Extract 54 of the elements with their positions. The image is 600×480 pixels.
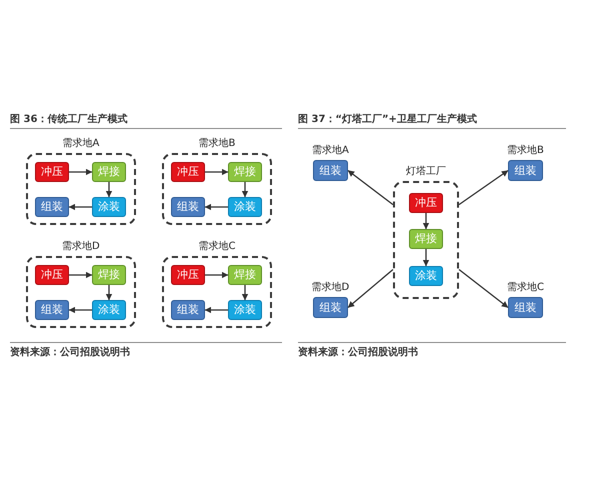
arrow [458, 170, 508, 206]
process-box: 组装 [508, 297, 543, 318]
figure-title: 图 37：“灯塔工厂”+卫星工厂生产模式 [298, 114, 477, 126]
process-box: 组装 [313, 297, 348, 318]
arrow [68, 204, 92, 210]
figure-title: 图 36：传统工厂生产模式 [10, 114, 128, 126]
group-heading: 需求地D [62, 241, 100, 253]
process-box: 焊接 [92, 162, 126, 182]
arrow [69, 168, 92, 176]
box-heading: 需求地C [507, 282, 544, 294]
process-box: 组装 [171, 300, 205, 320]
arrow [348, 170, 394, 206]
arrow [242, 182, 248, 198]
arrow [205, 272, 228, 278]
process-box: 组装 [35, 197, 69, 217]
process-box: 涂装 [92, 300, 126, 320]
process-box: 冲压 [171, 265, 205, 285]
process-box: 组装 [313, 160, 348, 181]
process-box: 涂装 [92, 197, 126, 217]
process-box: 焊接 [228, 265, 262, 285]
arrow [458, 268, 508, 308]
process-box: 冲压 [171, 162, 205, 182]
group-heading: 需求地C [198, 241, 236, 253]
process-box: 涂装 [228, 300, 262, 320]
box-heading: 需求地A [312, 145, 349, 157]
arrow [106, 182, 112, 198]
group-heading: 灯塔工厂 [406, 166, 446, 178]
arrow [348, 269, 394, 308]
arrow [242, 285, 248, 300]
arrow [204, 306, 228, 314]
process-box: 焊接 [409, 229, 443, 249]
process-box: 冲压 [409, 193, 443, 213]
box-heading: 需求地D [312, 282, 350, 294]
process-box: 组装 [35, 300, 69, 320]
process-box: 冲压 [35, 162, 69, 182]
arrow [69, 272, 92, 278]
process-box: 涂装 [228, 197, 262, 217]
arrow [422, 249, 430, 266]
process-box: 涂装 [409, 266, 443, 286]
process-box: 焊接 [92, 265, 126, 285]
arrow [205, 168, 228, 176]
source-note: 资料来源：公司招股说明书 [298, 347, 418, 359]
process-box: 焊接 [228, 162, 262, 182]
group-heading: 需求地B [198, 138, 236, 150]
process-box: 组装 [508, 160, 543, 181]
arrow [204, 204, 228, 210]
process-box: 冲压 [35, 265, 69, 285]
arrow [422, 213, 430, 230]
process-box: 组装 [171, 197, 205, 217]
box-heading: 需求地B [507, 145, 544, 157]
arrow [106, 285, 112, 300]
arrow [68, 306, 92, 314]
source-note: 资料来源：公司招股说明书 [10, 347, 130, 359]
group-heading: 需求地A [62, 138, 100, 150]
